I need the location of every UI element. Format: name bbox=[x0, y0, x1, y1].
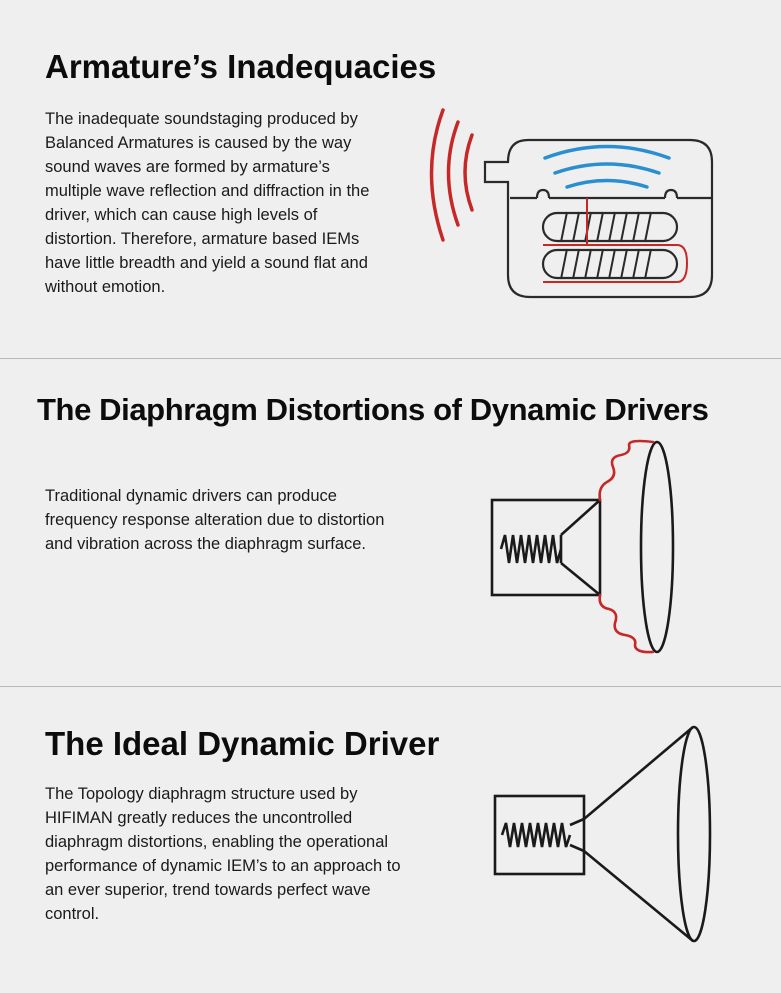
internal-sound-waves bbox=[543, 144, 671, 189]
armature-reed bbox=[543, 198, 689, 283]
section-armature: Armature’s Inadequacies The inadequate s… bbox=[0, 0, 781, 358]
sound-wave-arc bbox=[463, 133, 474, 212]
section-body-text: The inadequate soundstaging produced by … bbox=[45, 110, 370, 296]
section-body-text: The Topology diaphragm structure used by… bbox=[45, 785, 401, 923]
section-title: The Ideal Dynamic Driver bbox=[45, 725, 440, 762]
outgoing-sound-waves bbox=[429, 108, 474, 242]
diaphragm-distortion-lines bbox=[598, 439, 655, 654]
cone-edge-bottom bbox=[583, 849, 694, 943]
section-title: Armature’s Inadequacies bbox=[45, 48, 437, 85]
diaphragm-surface bbox=[639, 440, 675, 654]
section-divider bbox=[0, 686, 781, 687]
driver-magnet-box bbox=[490, 498, 602, 597]
section-body-text: Traditional dynamic drivers can produce … bbox=[45, 487, 385, 553]
section-divider bbox=[0, 358, 781, 359]
diaphragm-surface bbox=[676, 725, 712, 943]
driver-cone bbox=[569, 817, 585, 853]
voice-coil-spring bbox=[499, 534, 563, 564]
sound-wave-arc bbox=[553, 162, 661, 175]
sound-wave-arc bbox=[446, 120, 460, 227]
driver-magnet-box bbox=[493, 794, 586, 876]
section-ideal-dynamic-driver: The Ideal Dynamic Driver The Topology di… bbox=[0, 687, 781, 993]
cone-edge-top bbox=[583, 726, 694, 820]
driver-cone bbox=[559, 499, 601, 597]
sound-wave-arc bbox=[543, 144, 671, 160]
sound-wave-arc bbox=[429, 108, 445, 242]
sound-wave-arc bbox=[565, 178, 649, 189]
balanced-armature-diagram bbox=[425, 100, 725, 310]
distorted-dynamic-driver-diagram bbox=[485, 437, 685, 659]
voice-coil-spring bbox=[500, 822, 572, 848]
ideal-dynamic-driver-diagram bbox=[488, 721, 718, 946]
section-diaphragm-distortions: The Diaphragm Distortions of Dynamic Dri… bbox=[0, 359, 781, 686]
section-title: The Diaphragm Distortions of Dynamic Dri… bbox=[37, 392, 709, 427]
